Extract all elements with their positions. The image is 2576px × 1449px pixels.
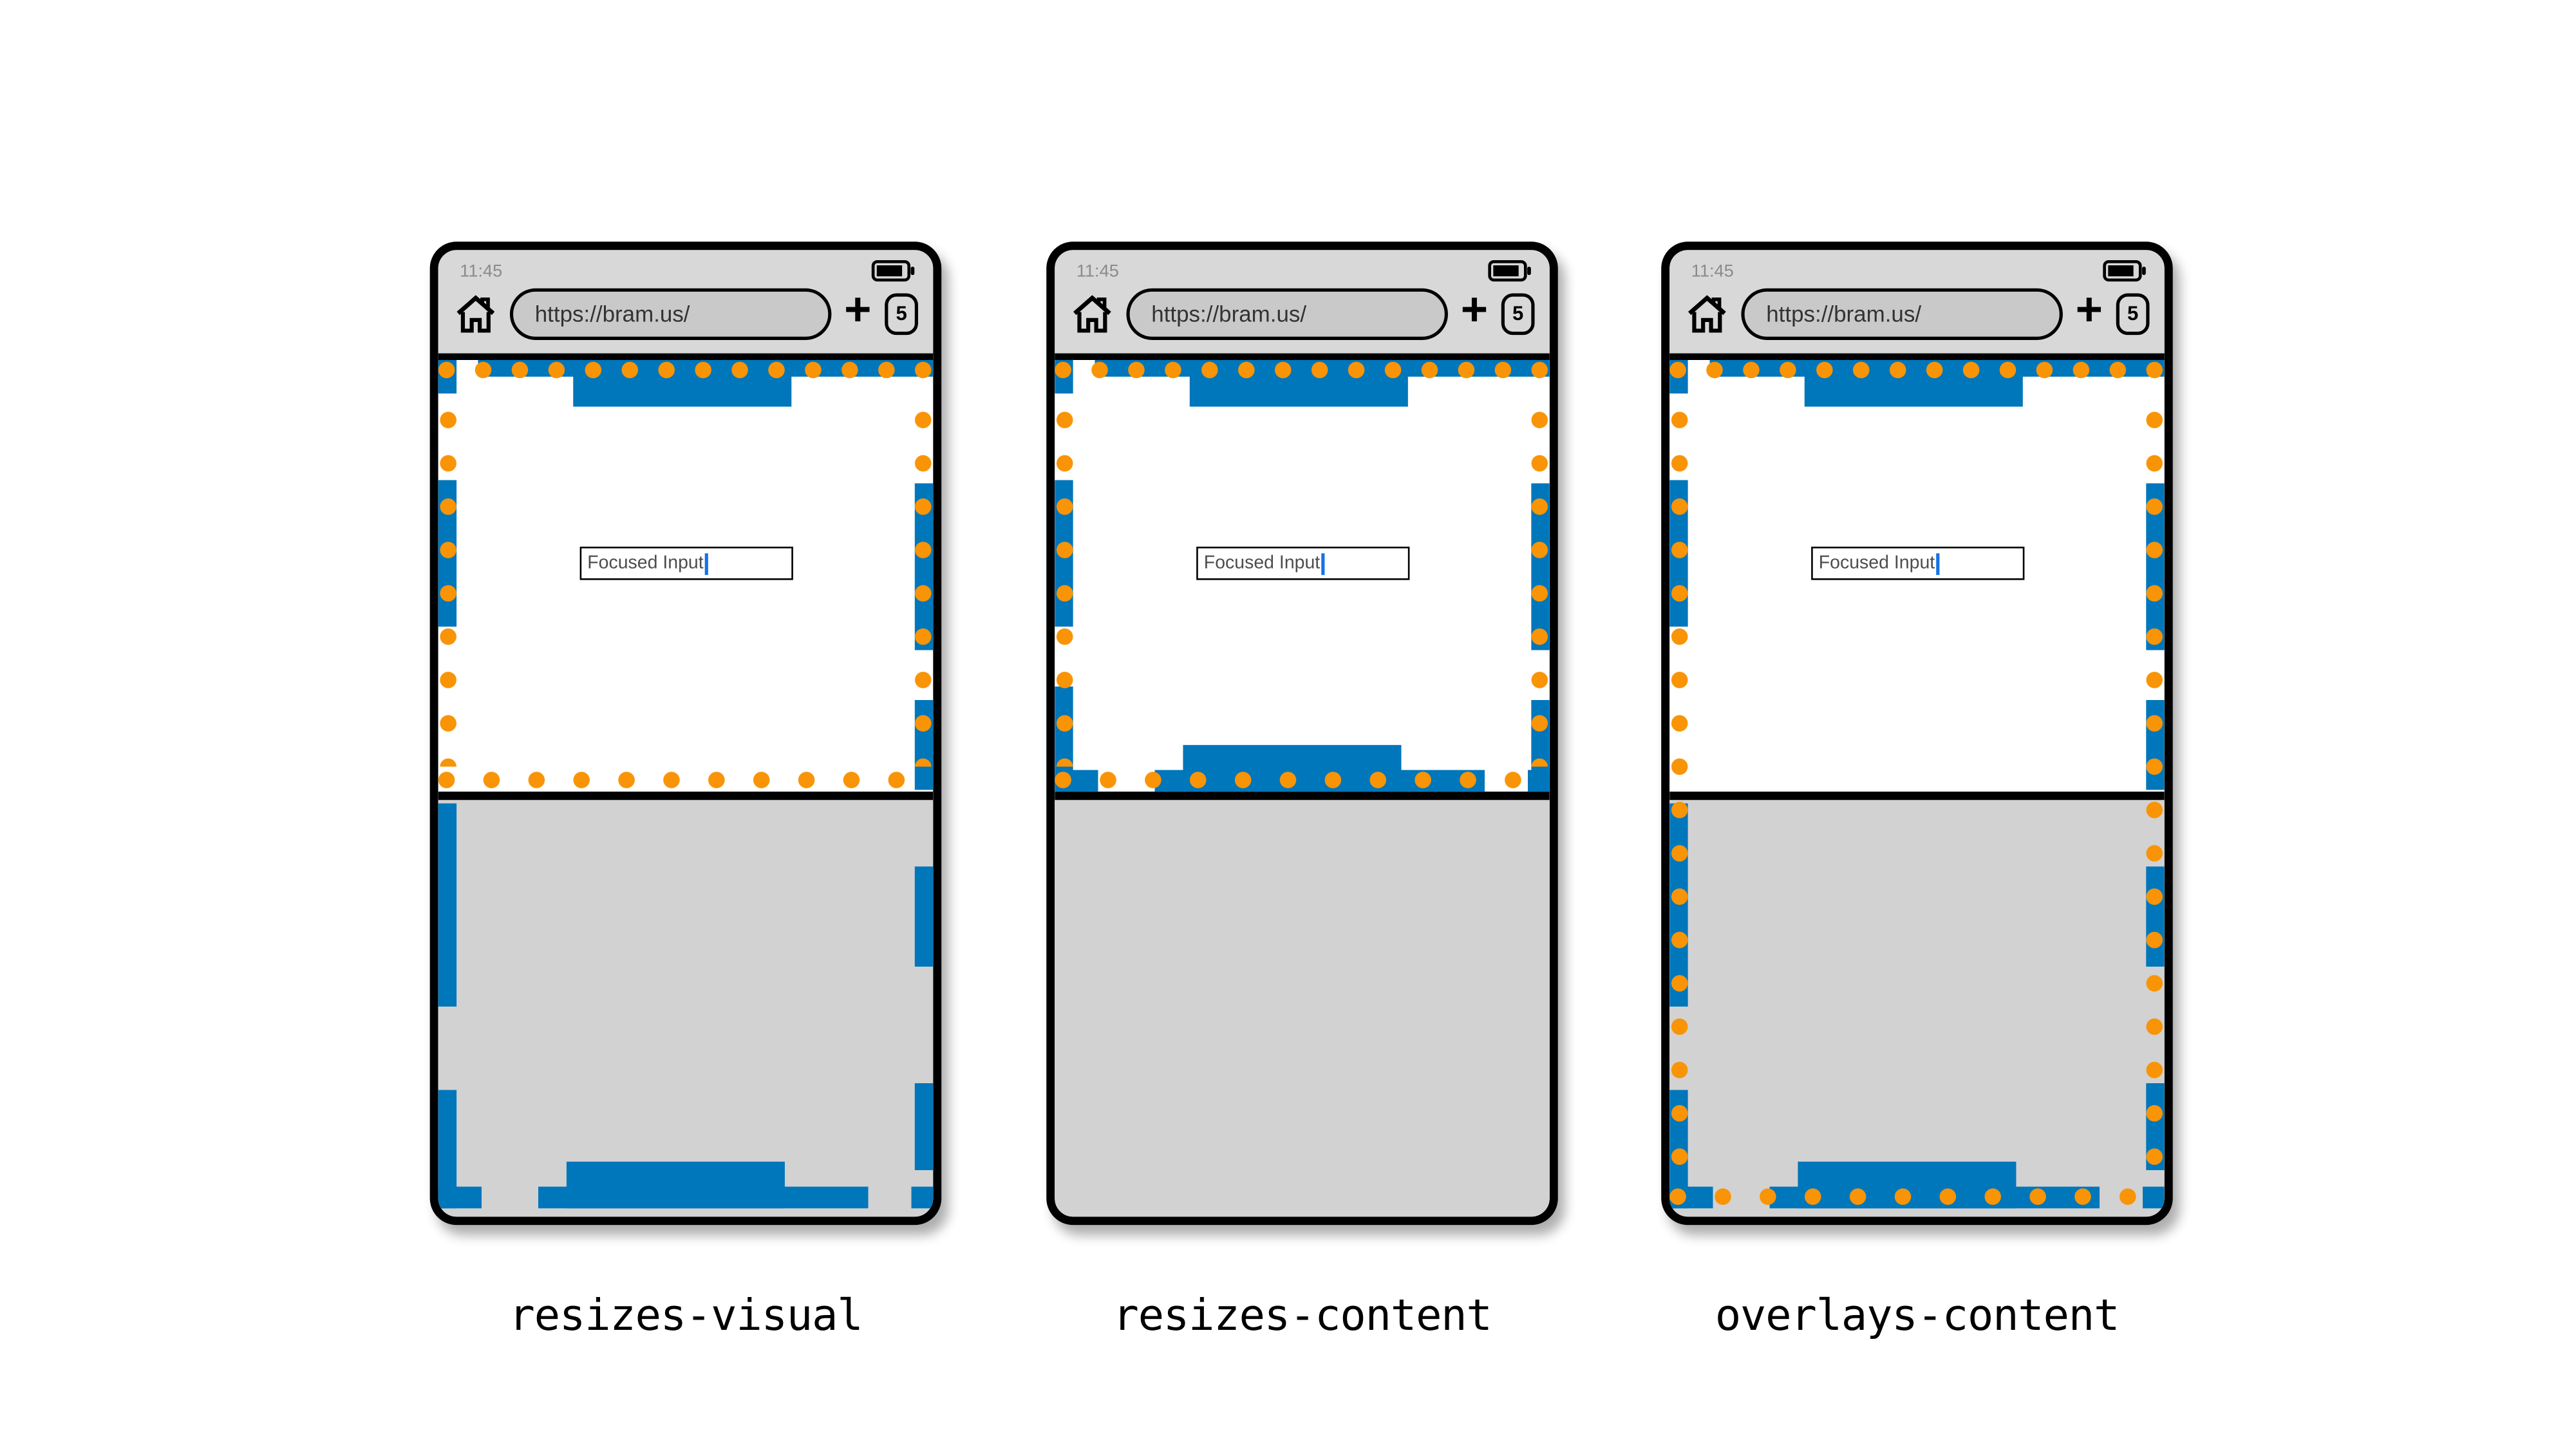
home-button[interactable] [455, 294, 497, 333]
layout-viewport-right-edge [914, 360, 934, 1208]
new-tab-button[interactable]: + [1460, 283, 1489, 336]
focused-input[interactable]: Focused Input [1810, 546, 2024, 580]
fixed-header [1189, 360, 1407, 407]
input-value: Focused Input [587, 553, 704, 574]
layout-viewport-border [438, 360, 934, 1208]
panel-overlays-content: 11:45 https://bram.us/ + 5 [1661, 242, 2173, 1341]
layout-viewport-left-edge [1055, 360, 1073, 791]
tab-count: 5 [1512, 302, 1524, 326]
status-time: 11:45 [1076, 261, 1119, 281]
home-button[interactable] [1686, 294, 1728, 333]
tab-counter[interactable]: 5 [1501, 292, 1535, 335]
fixed-footer [1182, 744, 1401, 791]
mode-label: resizes-content [1113, 1291, 1492, 1342]
battery-icon [2103, 260, 2146, 282]
url-text: https://bram.us/ [1151, 301, 1307, 327]
fixed-footer [1797, 1160, 2016, 1208]
text-caret [705, 552, 708, 574]
layout-viewport-border [1669, 360, 2165, 1208]
browser-chrome: 11:45 https://bram.us/ + 5 [438, 250, 934, 353]
url-text: https://bram.us/ [1766, 301, 1922, 327]
virtual-keyboard [1669, 790, 2165, 1217]
url-bar[interactable]: https://bram.us/ [509, 288, 831, 340]
home-button[interactable] [1071, 294, 1113, 333]
battery-icon [871, 260, 915, 282]
toolbar-divider [1055, 352, 1550, 361]
webview-overlays-content: Focused Input [1669, 360, 2165, 1217]
tab-counter[interactable]: 5 [885, 292, 918, 335]
mode-label: resizes-visual [509, 1291, 863, 1342]
focused-input[interactable]: Focused Input [579, 546, 793, 580]
panel-resizes-content: 11:45 https://bram.us/ + 5 [1046, 242, 1558, 1341]
text-caret [1936, 552, 1939, 574]
browser-toolbar: https://bram.us/ + 5 [1055, 283, 1550, 352]
layout-viewport-right-edge [2146, 360, 2165, 1208]
tab-count: 5 [2127, 302, 2139, 326]
battery-icon [1488, 260, 1531, 282]
webview-resizes-visual: Focused Input [438, 360, 934, 1217]
new-tab-button[interactable]: + [2075, 283, 2103, 336]
tab-count: 5 [896, 302, 907, 326]
browser-toolbar: https://bram.us/ + 5 [1669, 283, 2165, 352]
fixed-header [1803, 360, 2022, 407]
layout-viewport-right-edge [1531, 360, 1550, 791]
url-bar[interactable]: https://bram.us/ [1126, 288, 1448, 340]
browser-chrome: 11:45 https://bram.us/ + 5 [1055, 250, 1550, 353]
input-value: Focused Input [1818, 553, 1935, 574]
phone-frame: 11:45 https://bram.us/ + 5 [1046, 242, 1558, 1226]
virtual-keyboard [1055, 790, 1550, 1217]
focused-input[interactable]: Focused Input [1195, 546, 1409, 580]
status-bar: 11:45 [1669, 250, 2165, 287]
virtual-keyboard [438, 790, 934, 1217]
tab-counter[interactable]: 5 [2116, 292, 2150, 335]
url-text: https://bram.us/ [534, 301, 690, 327]
fixed-footer [565, 1160, 784, 1208]
new-tab-button[interactable]: + [844, 283, 872, 336]
panel-resizes-visual: 11:45 https://bram.us/ + 5 [429, 242, 942, 1342]
url-bar[interactable]: https://bram.us/ [1741, 288, 2062, 340]
status-time: 11:45 [1691, 261, 1734, 281]
toolbar-divider [1669, 352, 2165, 361]
status-bar: 11:45 [438, 250, 934, 287]
status-time: 11:45 [460, 261, 503, 281]
toolbar-divider [438, 352, 934, 361]
webview-resizes-content: Focused Input [1055, 360, 1550, 1217]
layout-viewport-left-edge [438, 360, 457, 1208]
browser-chrome: 11:45 https://bram.us/ + 5 [1669, 250, 2165, 353]
text-caret [1321, 552, 1324, 574]
phone-frame: 11:45 https://bram.us/ + 5 [429, 242, 942, 1226]
input-value: Focused Input [1203, 553, 1321, 574]
phone-frame: 11:45 https://bram.us/ + 5 [1661, 242, 2173, 1226]
browser-toolbar: https://bram.us/ + 5 [438, 283, 934, 352]
fixed-header [572, 360, 791, 407]
layout-viewport-left-edge [1669, 360, 1688, 1208]
mode-label: overlays-content [1715, 1291, 2120, 1342]
status-bar: 11:45 [1055, 250, 1550, 287]
